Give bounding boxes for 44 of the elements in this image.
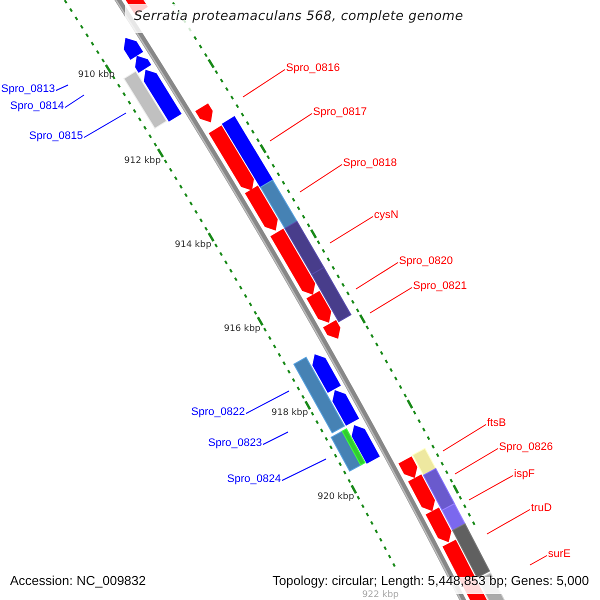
leader-line	[300, 164, 342, 192]
leader-line	[530, 555, 548, 566]
gene-label: Spro_0824	[227, 473, 281, 486]
gene-label: Spro_0815	[29, 130, 83, 143]
gene-label: Spro_0816	[286, 62, 340, 75]
leader-line	[246, 390, 290, 414]
leader-line	[442, 424, 486, 452]
scale-label: 910 kbp	[78, 68, 115, 82]
leader-line	[84, 112, 126, 138]
gene-label: Spro_0826	[499, 441, 553, 454]
scale-label: 916 kbp	[224, 323, 261, 336]
gene-label: Spro_0813	[1, 83, 55, 96]
gene-label: ftsB	[487, 417, 506, 430]
scale-label: 922 kbp	[362, 589, 399, 600]
scale-label: 912 kbp	[124, 155, 161, 168]
leader-line	[454, 448, 498, 474]
gene-label: Spro_0817	[313, 106, 367, 119]
gene-label: Spro_0820	[399, 255, 453, 268]
accession-label: Accession: NC_009832	[10, 574, 146, 587]
leader-line	[242, 69, 286, 98]
leader-line	[64, 94, 84, 108]
scale-label: 914 kbp	[174, 239, 212, 252]
genome-summary: Topology: circular; Length: 5,448,853 bp; Genes: 5,000	[272, 574, 589, 587]
title: Serratia proteamaculans 568, complete genome	[134, 10, 464, 23]
leader-line	[356, 262, 398, 290]
gene-label: surE	[548, 548, 571, 561]
gene-label: Spro_0821	[413, 280, 467, 293]
gene-label: Spro_0823	[208, 437, 262, 450]
leader-line	[468, 475, 514, 500]
gene-label: Spro_0818	[343, 157, 397, 170]
leader-line	[56, 84, 68, 91]
gene-label: ispF	[514, 468, 535, 481]
scale-label: 918 kbp	[271, 407, 308, 420]
leader-line	[282, 458, 326, 481]
gene-label: truD	[531, 502, 552, 515]
scale-label: 920 kbp	[318, 491, 354, 504]
leader-line	[270, 113, 312, 142]
leader-line	[330, 216, 374, 244]
leader-line	[370, 287, 412, 314]
gene-label: cysN	[374, 209, 398, 222]
leader-line	[262, 432, 288, 445]
gene-label: Spro_0814	[10, 100, 64, 113]
gene-label: Spro_0822	[191, 406, 245, 419]
leader-line	[486, 509, 530, 534]
